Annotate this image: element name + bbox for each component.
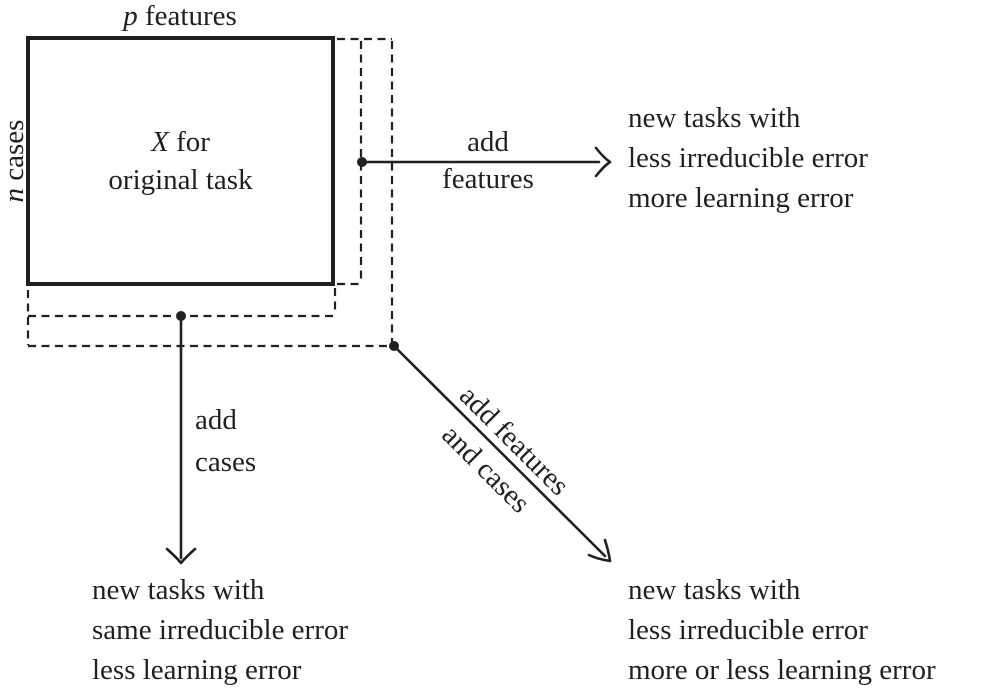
- outcome-add-cases-line2: same irreducible error: [92, 614, 349, 646]
- p-features-axis-label: p features: [60, 0, 300, 36]
- outcome-add-features-and-cases-line1: new tasks with: [628, 574, 801, 606]
- outcome-add-features-line2: less irreducible error: [628, 142, 868, 174]
- matrix-label-line2: original task: [108, 164, 253, 196]
- add-features-arrow-origin-dot: [357, 157, 367, 167]
- outcome-add-features-and-cases-line3: more or less learning error: [628, 654, 936, 686]
- add-features-and-cases-arrowhead: [587, 538, 612, 563]
- x-variable: X: [151, 126, 169, 158]
- add-features-and-cases-arrow-origin-dot: [389, 341, 399, 351]
- outcome-add-features-line3: more learning error: [628, 182, 854, 214]
- outcome-add-features-line1: new tasks with: [628, 102, 801, 134]
- original-task-matrix-box: X for original task: [26, 36, 335, 286]
- outcome-add-features: new tasks with less irreducible error mo…: [628, 98, 868, 218]
- add-features-label-line1: add: [467, 126, 509, 158]
- outcome-add-cases: new tasks with same irreducible error le…: [92, 570, 348, 690]
- add-cases-arrow-label: add cases: [195, 399, 256, 483]
- matrix-label-line1: X for: [108, 123, 252, 161]
- add-features-arrow-label: add features: [418, 124, 558, 198]
- add-features-label-line2: features: [442, 163, 534, 195]
- outcome-add-cases-line3: less learning error: [92, 654, 302, 686]
- outcome-add-features-and-cases-line2: less irreducible error: [628, 614, 868, 646]
- add-cases-arrow-origin-dot: [176, 311, 186, 321]
- n-cases-axis-label: n cases: [0, 81, 30, 241]
- features-axis-text: features: [137, 0, 237, 32]
- outcome-add-cases-line1: new tasks with: [92, 574, 265, 606]
- matrix-box-label: X for original task: [108, 123, 252, 199]
- add-features-and-cases-arrow-shaft: [392, 344, 607, 558]
- add-cases-label-line1: add: [195, 404, 237, 436]
- add-cases-arrowhead: [165, 547, 197, 565]
- x-for-text: for: [168, 126, 210, 158]
- p-variable: p: [123, 0, 138, 32]
- add-cases-label-line2: cases: [195, 446, 257, 478]
- add-features-arrowhead: [594, 146, 612, 178]
- outcome-add-features-and-cases: new tasks with less irreducible error mo…: [628, 570, 936, 690]
